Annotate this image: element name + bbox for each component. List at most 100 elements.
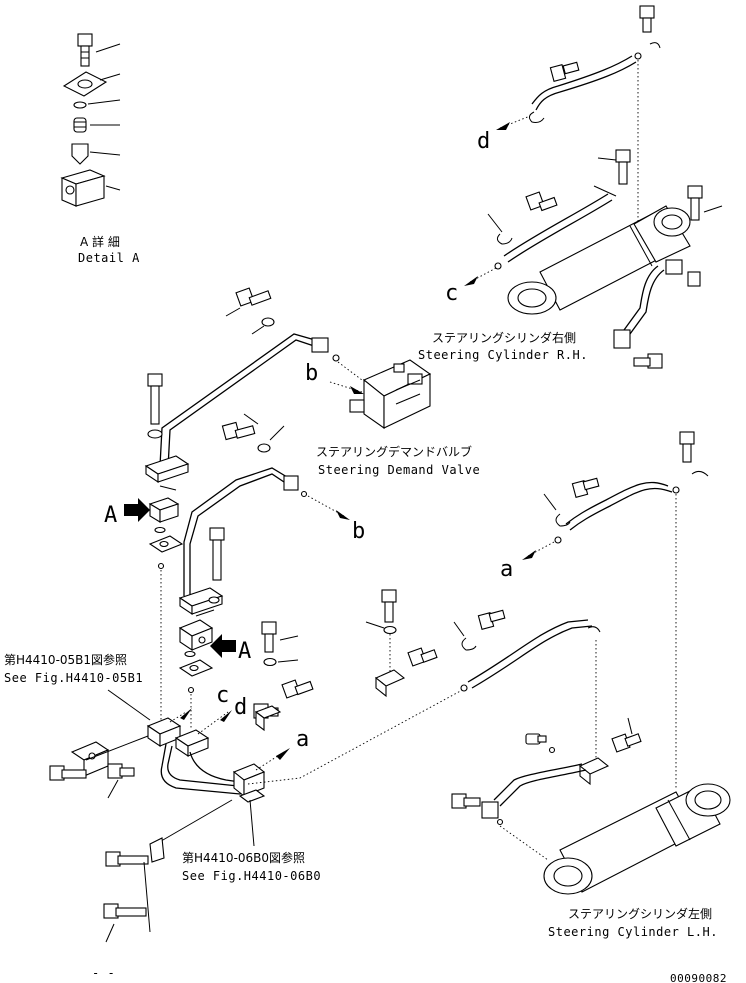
clip-icon: [496, 233, 513, 245]
bolt-icon: [611, 733, 642, 753]
fitting-icon: [481, 801, 499, 819]
bolt-icon: [147, 373, 163, 425]
bolt-icon: [687, 185, 703, 221]
fitting-icon: [665, 259, 683, 275]
fitting-icon: [311, 337, 329, 353]
plug-icon: [525, 733, 547, 745]
marker-a-upper: A: [104, 503, 117, 528]
arrow-a-lower-icon: [210, 634, 236, 658]
marker-b-lower: b: [352, 519, 365, 544]
clamp-icon: [238, 789, 266, 803]
middle-right-group: [254, 589, 438, 732]
bolt-icon: [633, 353, 663, 369]
detail-a-group: A 詳 細 Detail A: [60, 33, 140, 265]
washer-icon: [147, 429, 163, 439]
tube-valve-upper: [167, 339, 321, 469]
clip-icon: [528, 111, 545, 123]
bolt-icon: [639, 5, 655, 33]
middle-tube-group: b A: [178, 413, 365, 728]
bolt-icon: [49, 765, 87, 781]
hose-rh-lower: [507, 199, 613, 263]
flange-icon: [178, 659, 214, 677]
clip-icon: [691, 470, 709, 477]
footer-mark: ‐ ‐: [92, 966, 115, 980]
cylinder-rh-label-en: Steering Cylinder R.H.: [418, 348, 588, 362]
detail-poppet-icon: [71, 143, 89, 165]
ref-06b0-jp: 第H4410-06B0図参照: [182, 850, 305, 865]
bolt-icon: [381, 589, 397, 623]
marker-a-lower: a: [296, 727, 309, 752]
cylinder-lh-label-en: Steering Cylinder L.H.: [548, 925, 718, 939]
washer-icon: [263, 657, 277, 667]
demand-valve-body: [349, 359, 432, 430]
clamp-icon: [254, 705, 282, 732]
hose-lh-upper: [569, 487, 673, 531]
detail-title-jp: A 詳 細: [80, 234, 120, 249]
block-a-upper-icon: [148, 497, 180, 523]
detail-spring-icon: [73, 117, 87, 133]
detail-bolt-icon: [77, 33, 93, 67]
bolt-icon: [209, 527, 225, 581]
bolt-icon: [451, 793, 481, 809]
bolt-icon: [679, 431, 695, 463]
washer-icon: [383, 625, 397, 635]
steering-cylinder-lh-group: a: [451, 431, 731, 939]
clamp-icon: [578, 757, 610, 786]
fitting-icon: [613, 329, 631, 349]
hose-lh-middle: [471, 625, 593, 689]
cylinder-rh-label-jp: ステアリングシリンダ右側: [432, 330, 576, 345]
bolt-icon: [549, 61, 580, 82]
bolt-icon: [281, 679, 314, 699]
marker-b-upper: b: [305, 361, 318, 386]
clip-icon: [587, 626, 601, 633]
cylinder-lh-body: [543, 783, 731, 895]
tube-lower-loop: [160, 743, 247, 795]
washer-icon: [257, 443, 271, 453]
clamp-icon: [174, 729, 210, 758]
washer-icon: [261, 317, 275, 327]
detail-oring-icon: [73, 101, 87, 109]
marker-a-lh: a: [500, 557, 513, 582]
bolt-icon: [105, 851, 149, 867]
bolt-icon: [615, 149, 631, 185]
drawing-code: 00090082: [670, 972, 727, 983]
detail-block-icon: [60, 169, 106, 207]
marker-d-top: d: [477, 129, 490, 154]
clamp-icon: [146, 717, 182, 748]
bolt-icon: [103, 903, 147, 919]
lower-assembly-group: 第H4410-05B1図参照 See Fig.H4410-05B1 c d: [4, 652, 467, 943]
ref-05b1-en: See Fig.H4410-05B1: [4, 671, 143, 685]
marker-c-top: c: [445, 281, 458, 306]
tube-rh-return: [629, 269, 665, 335]
stay-icon: [149, 837, 165, 863]
ref-06b0-en: See Fig.H4410-06B0: [182, 869, 321, 883]
marker-a-lower: A: [238, 639, 251, 664]
bolt-icon: [235, 287, 272, 307]
cylinder-rh-body: [507, 205, 691, 315]
clip-icon: [555, 513, 571, 527]
block-a-lower-icon: [178, 619, 214, 652]
bolt-icon: [107, 763, 135, 779]
detail-title-en: Detail A: [78, 251, 140, 265]
bolt-icon: [525, 191, 558, 212]
hose-rh-upper: [535, 61, 637, 111]
bolt-icon: [571, 477, 600, 498]
clamp-icon: [232, 763, 266, 798]
clamp-icon: [374, 669, 406, 698]
split-flange-icon: [144, 455, 190, 484]
steering-demand-valve-group: b ステアリングデマンドバルブ Steering Demand Valve: [104, 287, 480, 720]
valve-label-jp: ステアリングデマンドバルブ: [316, 444, 472, 459]
fitting-icon: [687, 271, 701, 287]
tube-middle: [189, 473, 291, 596]
arrow-a-upper-icon: [124, 498, 150, 522]
fitting-icon: [283, 475, 299, 491]
flange-icon: [148, 535, 184, 553]
marker-d-lower: d: [234, 695, 247, 720]
steering-cylinder-rh-group: d c: [418, 5, 723, 369]
clip-icon: [461, 637, 477, 651]
bolt-icon: [477, 609, 506, 630]
tube-lh-lower: [499, 769, 587, 807]
bolt-icon: [221, 421, 256, 441]
